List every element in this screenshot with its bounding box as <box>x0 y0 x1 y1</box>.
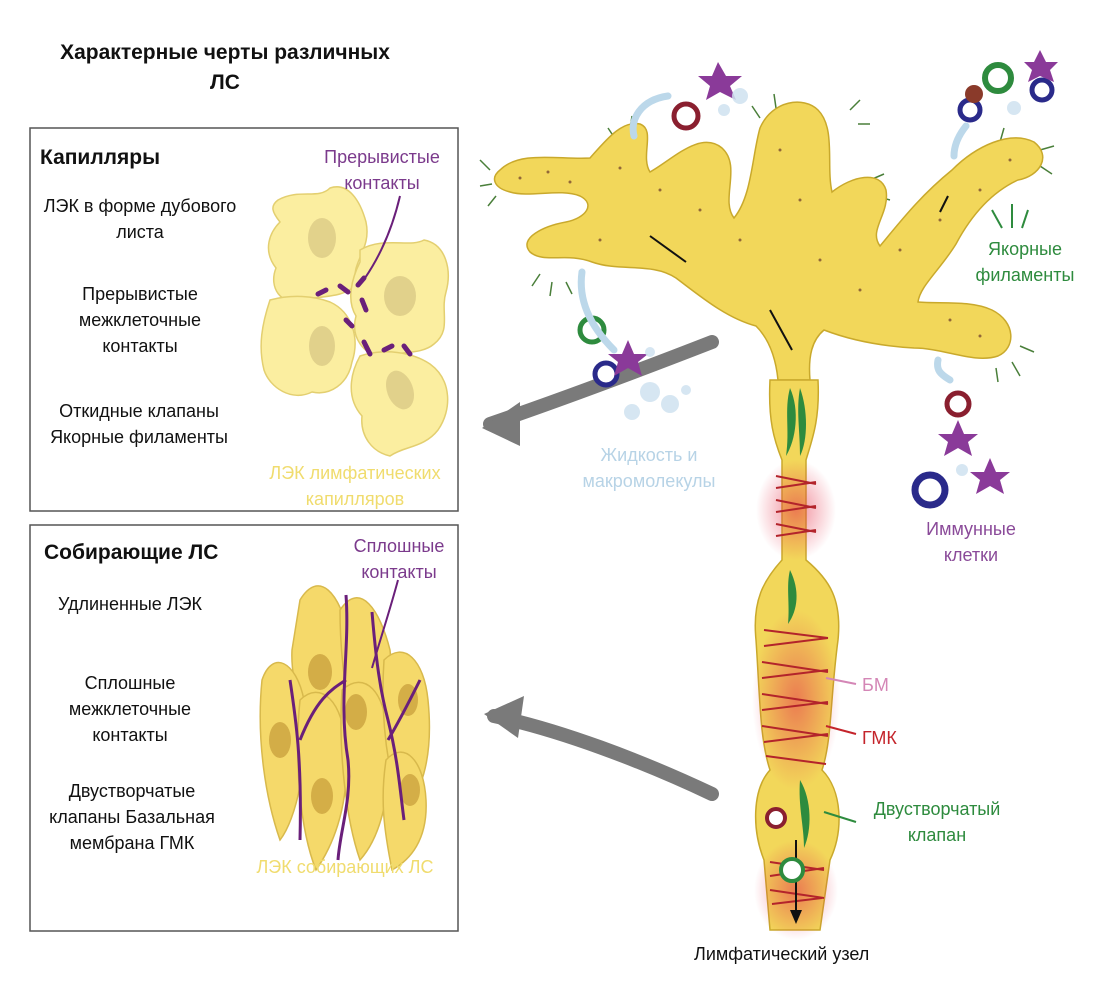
capillaries-feature-3: Откидные клапаны Якорные филаменты <box>50 401 228 447</box>
smc-pointer <box>825 725 857 735</box>
oak-leaf-cells <box>260 186 449 457</box>
fluid-arrows <box>577 92 970 384</box>
flow-arrow-head <box>790 910 802 924</box>
immune-cells <box>577 50 1058 883</box>
arrow-to-collecting <box>487 709 719 801</box>
collecting-heading: Собирающие ЛС <box>44 541 219 564</box>
capillary-network <box>493 101 1044 381</box>
capillary-lec-label: ЛЭК лимфатических капилляров <box>269 463 441 509</box>
capillaries-feature-1: ЛЭК в форме дубового листа <box>43 196 237 242</box>
contacts-pointer <box>364 195 401 279</box>
fluid-bubbles <box>624 88 1021 476</box>
continuous-contacts <box>288 594 422 861</box>
bicuspid-valve-label: Двустворчатый клапан <box>873 799 1001 845</box>
collecting-feature-1: Удлиненные ЛЭК <box>57 594 203 614</box>
continuous-pointer <box>371 579 399 669</box>
capillaries-heading: Капилляры <box>40 146 161 169</box>
discontinuous-contacts-label: Прерывистые контакты <box>324 147 440 193</box>
capillary-dashes <box>518 148 1012 338</box>
anchoring-filaments-label: Якорные филаменты <box>975 239 1075 285</box>
lymph-node-label: Лимфатический узел <box>694 944 870 964</box>
page-title: Характерные черты различных ЛС <box>60 41 390 94</box>
valves <box>786 388 810 848</box>
capillaries-feature-2: Прерывистые межклеточные контакты <box>78 284 202 356</box>
flow-arrows <box>649 195 949 912</box>
discontinuous-contacts <box>315 275 413 357</box>
anchoring-arrows <box>991 204 1029 229</box>
collecting-lec-label: ЛЭК собирающих ЛС <box>256 857 434 877</box>
collecting-feature-3: Двустворчатые клапаны Базальная мембрана… <box>49 781 215 853</box>
arrow-head-collecting <box>484 696 524 738</box>
bm-pointer <box>825 677 857 685</box>
continuous-contacts-label: Сплошные контакты <box>353 536 445 582</box>
bm-label: БМ <box>862 675 889 695</box>
cell-nuclei <box>308 218 416 410</box>
valve-pointer <box>823 811 857 823</box>
immune-cells-label: Иммунные клетки <box>926 519 1016 565</box>
smc-label: ГМК <box>862 728 897 748</box>
collecting-feature-2: Сплошные межклеточные контакты <box>68 673 192 745</box>
arrow-head-capillaries <box>482 402 520 446</box>
fluid-label: Жидкость и макромолекулы <box>582 445 716 491</box>
